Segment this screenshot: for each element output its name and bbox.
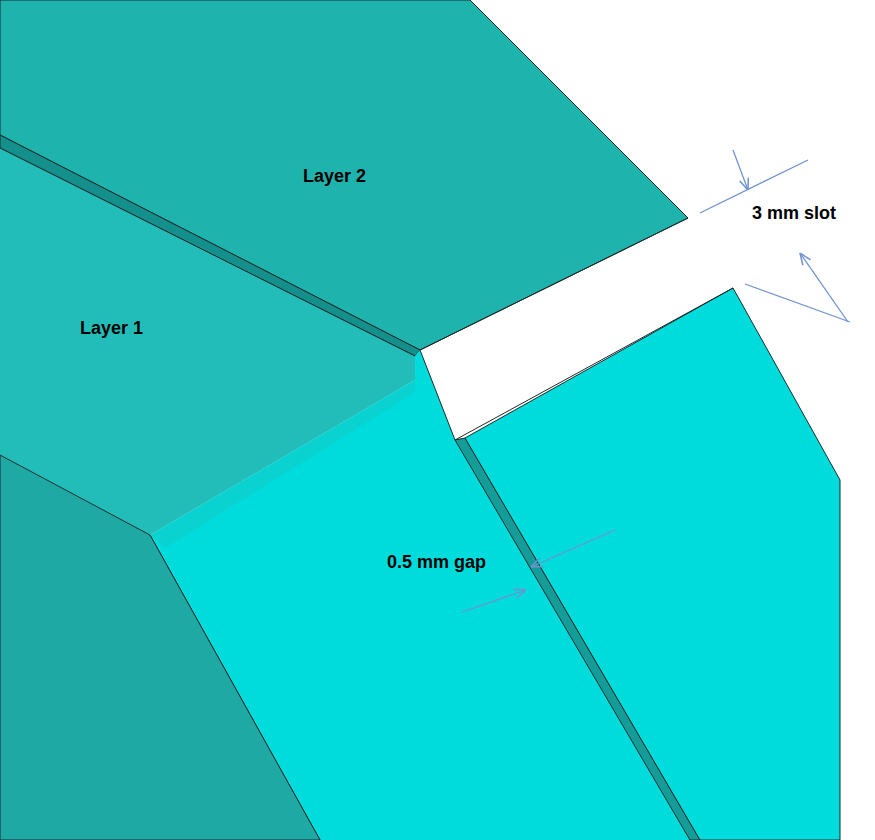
dimension-label: 0.5 mm gap bbox=[387, 552, 486, 574]
part-name: Layer 1 bbox=[80, 318, 143, 340]
part-name: Layer 2 bbox=[303, 166, 366, 188]
dimension-arrow bbox=[800, 253, 848, 322]
right-piece bbox=[465, 288, 840, 840]
dimension-label: 3 mm slot bbox=[752, 203, 836, 225]
inner-face bbox=[0, 455, 320, 840]
crease-shade bbox=[150, 380, 415, 548]
dimension-arrow bbox=[733, 150, 748, 190]
dimension-arrow bbox=[531, 530, 615, 567]
dimension-arrow bbox=[462, 590, 526, 612]
